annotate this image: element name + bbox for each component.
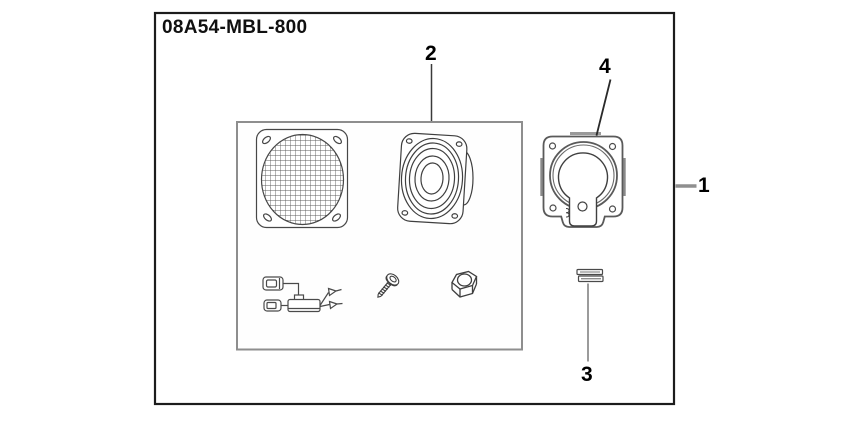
callout-label-4: 4: [599, 55, 611, 78]
nut-part: [451, 270, 478, 298]
callout-label-3: 3: [581, 363, 593, 386]
speaker-part: [397, 132, 474, 225]
part-code-title: 08A54-MBL-800: [162, 17, 308, 38]
callout-label-1: 1: [698, 174, 710, 197]
callout-label-2: 2: [425, 42, 437, 65]
spacer-part: [576, 268, 604, 283]
wire-harness-part: [262, 276, 343, 313]
screw-part: [377, 273, 400, 298]
speaker-grille-part: [255, 128, 349, 229]
grille-mesh: [260, 133, 345, 226]
speaker-bracket-part: [540, 132, 626, 228]
leader-line-4: [595, 79, 612, 136]
